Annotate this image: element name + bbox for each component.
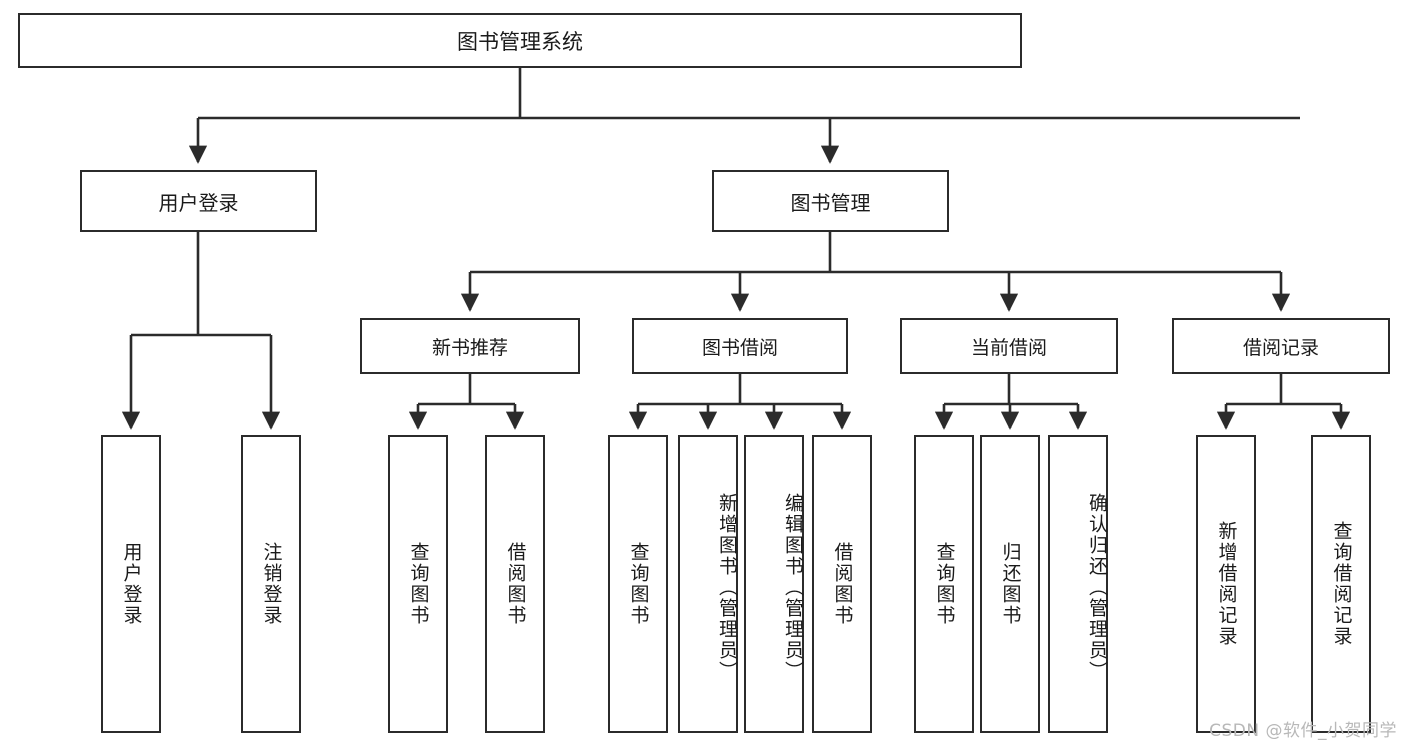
- node-user-login[interactable]: 用户登录: [80, 170, 317, 232]
- leaf-query-books-current[interactable]: 查询图书: [914, 435, 974, 733]
- node-label: 图书管理: [790, 190, 871, 215]
- node-label: 图书管理系统: [457, 29, 583, 54]
- node-book-borrow[interactable]: 图书借阅: [632, 318, 848, 374]
- node-label: 借阅图书: [831, 542, 854, 626]
- node-book-management[interactable]: 图书管理: [712, 170, 949, 232]
- node-label: 用户登录: [158, 190, 239, 215]
- node-label: 新增图书（管理员）: [716, 492, 738, 682]
- node-label: 图书借阅: [701, 336, 778, 359]
- node-root-system[interactable]: 图书管理系统: [18, 13, 1022, 68]
- leaf-user-logout[interactable]: 注销登录: [241, 435, 301, 733]
- node-label: 新书推荐: [431, 336, 508, 359]
- node-label: 注销登录: [260, 542, 283, 626]
- node-new-book-recommend[interactable]: 新书推荐: [360, 318, 580, 374]
- node-label: 用户登录: [120, 542, 143, 626]
- node-label: 查询图书: [933, 542, 956, 626]
- leaf-user-login[interactable]: 用户登录: [101, 435, 161, 733]
- leaf-borrow-books[interactable]: 借阅图书: [812, 435, 872, 733]
- leaf-confirm-return-admin[interactable]: 确认归还（管理员）: [1048, 435, 1108, 733]
- node-label: 新增借阅记录: [1215, 521, 1238, 647]
- leaf-query-books-borrow[interactable]: 查询图书: [608, 435, 668, 733]
- node-label: 查询借阅记录: [1330, 521, 1353, 647]
- node-label: 确认归还（管理员）: [1086, 492, 1108, 682]
- leaf-add-borrow-record[interactable]: 新增借阅记录: [1196, 435, 1256, 733]
- node-label: 借阅图书: [504, 542, 527, 626]
- node-label: 归还图书: [999, 542, 1022, 626]
- leaf-add-book-admin[interactable]: 新增图书（管理员）: [678, 435, 738, 733]
- node-label: 当前借阅: [970, 336, 1047, 359]
- node-label: 查询图书: [407, 542, 430, 626]
- node-label: 借阅记录: [1242, 336, 1319, 359]
- node-label: 查询图书: [627, 542, 650, 626]
- node-label: 编辑图书（管理员）: [782, 492, 804, 682]
- leaf-edit-book-admin[interactable]: 编辑图书（管理员）: [744, 435, 804, 733]
- leaf-query-books-recommend[interactable]: 查询图书: [388, 435, 448, 733]
- leaf-return-books[interactable]: 归还图书: [980, 435, 1040, 733]
- leaf-query-borrow-record[interactable]: 查询借阅记录: [1311, 435, 1371, 733]
- node-current-borrow[interactable]: 当前借阅: [900, 318, 1118, 374]
- leaf-borrow-books-recommend[interactable]: 借阅图书: [485, 435, 545, 733]
- node-borrow-record[interactable]: 借阅记录: [1172, 318, 1390, 374]
